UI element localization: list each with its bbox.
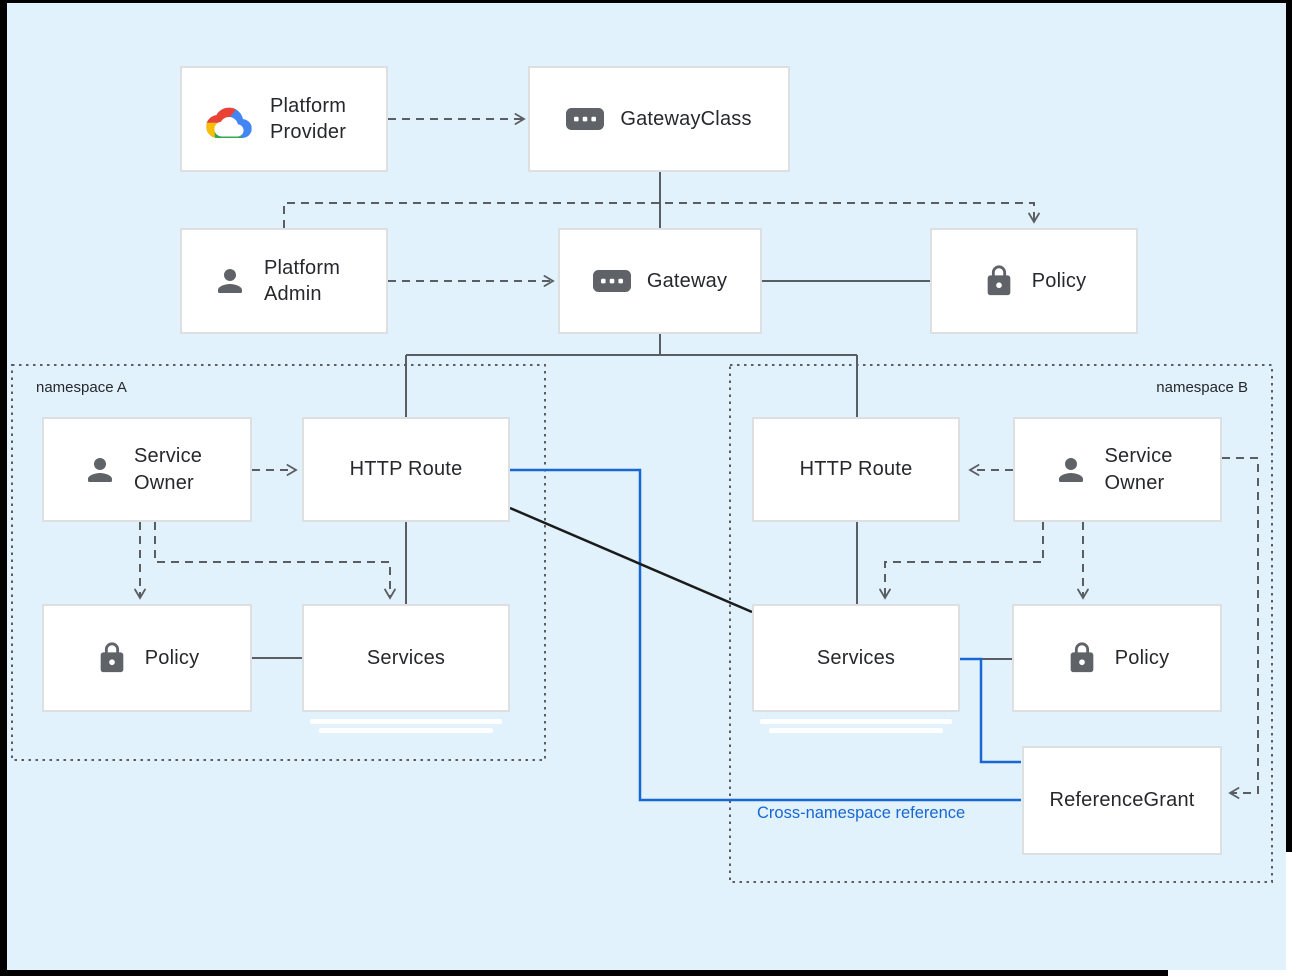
node-label: Platform Admin	[264, 256, 341, 305]
frame-top	[0, 0, 1292, 3]
node-label: HTTP Route	[799, 458, 913, 481]
node-label: Policy	[144, 646, 200, 669]
gateway-chip-icon	[592, 270, 631, 292]
edge-servicesb-referencegrant	[960, 657, 1021, 764]
solid-gray-edges	[252, 172, 1012, 660]
node-label: Service Owner	[1104, 445, 1173, 494]
node-service-owner-b: Service Owner	[1013, 417, 1222, 522]
blue-cross-namespace-edges	[510, 468, 1021, 802]
namespace-a-label: namespace A	[36, 379, 127, 396]
services-b-stack-2	[769, 728, 943, 733]
person-icon	[82, 452, 118, 488]
node-policy-a: Policy	[42, 604, 252, 712]
node-gateway-class: GatewayClass	[528, 66, 790, 172]
edge-ownerb-referencegrant	[1222, 457, 1259, 799]
node-label: Services	[816, 646, 896, 669]
node-label: HTTP Route	[349, 458, 463, 481]
node-policy-top: Policy	[930, 228, 1138, 334]
person-icon	[212, 263, 248, 299]
namespace-a-border	[11, 364, 546, 761]
node-platform-provider: Platform Provider	[180, 66, 388, 172]
lock-icon	[982, 264, 1016, 298]
node-label: Service Owner	[134, 445, 203, 494]
frame-bottom	[0, 970, 1168, 976]
node-label: ReferenceGrant	[1049, 789, 1195, 812]
node-http-route-b: HTTP Route	[752, 417, 960, 522]
namespace-b-border	[729, 364, 1273, 883]
edge-ownera-servicesa	[154, 522, 396, 600]
node-services-a: Services	[302, 604, 510, 712]
services-a-stack-2	[319, 728, 493, 733]
node-label: Services	[366, 646, 446, 669]
person-icon	[1053, 452, 1089, 488]
edge-httproutea-referencegrant	[510, 468, 1021, 802]
services-b-stack-1	[760, 719, 952, 724]
frame-left	[0, 0, 7, 976]
cross-namespace-reference-label: Cross-namespace reference	[757, 804, 966, 822]
edge-gateway-split	[405, 334, 858, 417]
edge-admin-policy	[283, 202, 1040, 228]
node-label: Gateway	[646, 269, 728, 292]
node-services-b: Services	[752, 604, 960, 712]
node-label: Policy	[1031, 269, 1087, 292]
node-reference-grant: ReferenceGrant	[1022, 746, 1222, 855]
gateway-chip-icon	[566, 108, 605, 130]
node-policy-b: Policy	[1012, 604, 1222, 712]
node-http-route-a: HTTP Route	[302, 417, 510, 522]
node-label: Policy	[1114, 646, 1170, 669]
node-platform-admin: Platform Admin	[180, 228, 388, 334]
edge-ownerb-servicesb	[879, 522, 1044, 600]
edge-httproutea-servicesb	[509, 506, 753, 614]
node-gateway: Gateway	[558, 228, 762, 334]
node-label: GatewayClass	[620, 107, 752, 130]
lock-icon	[1065, 641, 1099, 675]
google-cloud-icon	[206, 100, 252, 138]
lock-icon	[95, 641, 129, 675]
services-a-stack-1	[310, 719, 502, 724]
namespace-b-label: namespace B	[1156, 379, 1248, 396]
node-service-owner-a: Service Owner	[42, 417, 252, 522]
frame-right	[1286, 0, 1292, 852]
node-label: Platform Provider	[270, 94, 347, 143]
dashed-gray-edges	[134, 113, 1259, 799]
